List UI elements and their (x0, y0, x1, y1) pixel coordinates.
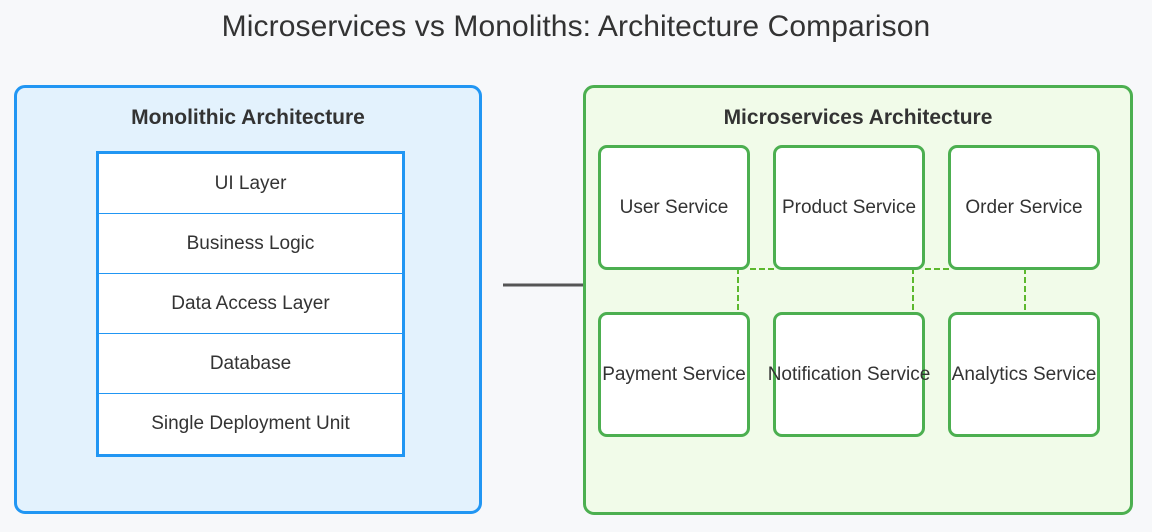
connector-order-to-analytics (1024, 268, 1026, 310)
layer-row: UI Layer (99, 154, 402, 214)
service-label: Notification Service (767, 363, 931, 385)
service-box-analytics-service[interactable]: Analytics Service (948, 312, 1100, 437)
service-box-user-service[interactable]: User Service (598, 145, 750, 270)
service-label: Order Service (965, 196, 1083, 218)
microservices-panel-title: Microservices Architecture (723, 106, 993, 129)
layer-row: Business Logic (99, 214, 402, 274)
connector-user-to-payment (737, 268, 739, 310)
connector-user-to-product (750, 268, 774, 270)
service-label: Payment Service (602, 363, 746, 385)
layer-row: Database (99, 334, 402, 394)
page-title: Microservices vs Monoliths: Architecture… (221, 10, 931, 43)
layer-row: Data Access Layer (99, 274, 402, 334)
service-box-product-service[interactable]: Product Service (773, 145, 925, 270)
monolith-layer-stack: UI Layer Business Logic Data Access Laye… (96, 151, 405, 457)
layer-row: Single Deployment Unit (99, 394, 402, 454)
service-box-payment-service[interactable]: Payment Service (598, 312, 750, 437)
service-label: User Service (619, 196, 729, 218)
service-label: Product Service (781, 196, 917, 218)
monolithic-panel-title: Monolithic Architecture (131, 106, 365, 129)
connector-product-to-notification (912, 268, 914, 310)
monolithic-architecture-panel: Monolithic Architecture UI Layer Busines… (14, 85, 482, 514)
service-box-notification-service[interactable]: Notification Service (768, 312, 930, 437)
microservices-architecture-panel: Microservices Architecture User Service … (583, 85, 1133, 515)
connector-product-to-order (925, 268, 949, 270)
service-label: Analytics Service (951, 363, 1097, 385)
service-box-order-service[interactable]: Order Service (948, 145, 1100, 270)
